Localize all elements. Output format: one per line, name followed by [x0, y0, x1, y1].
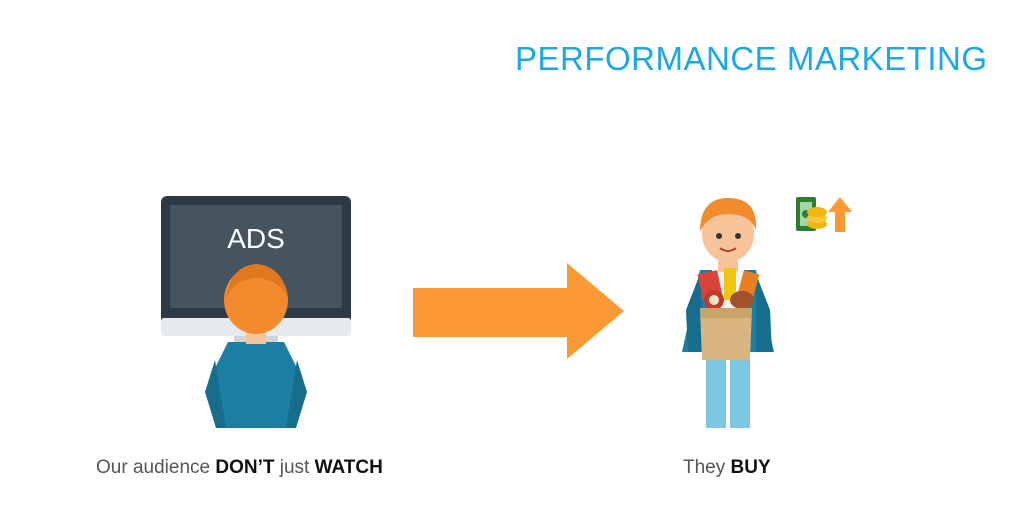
- left-caption-part4: WATCH: [314, 457, 383, 478]
- arrow-right-icon: [413, 263, 624, 359]
- left-caption-part1: Our audience: [96, 457, 216, 478]
- shopper-person: [682, 198, 774, 428]
- arrow-up-icon: [828, 197, 852, 232]
- left-caption-part2: DON’T: [215, 457, 275, 478]
- left-caption: Our audience DON’T just WATCH: [96, 457, 383, 479]
- right-caption: They BUY: [683, 457, 771, 479]
- right-caption-part1: They: [683, 457, 731, 478]
- right-caption-part2: BUY: [730, 457, 771, 478]
- viewer-person: [205, 264, 307, 428]
- screen-label: ADS: [227, 223, 285, 254]
- money-icon: [796, 197, 827, 231]
- page-title: PERFORMANCE MARKETING: [515, 40, 988, 77]
- left-caption-part3: just: [274, 457, 315, 478]
